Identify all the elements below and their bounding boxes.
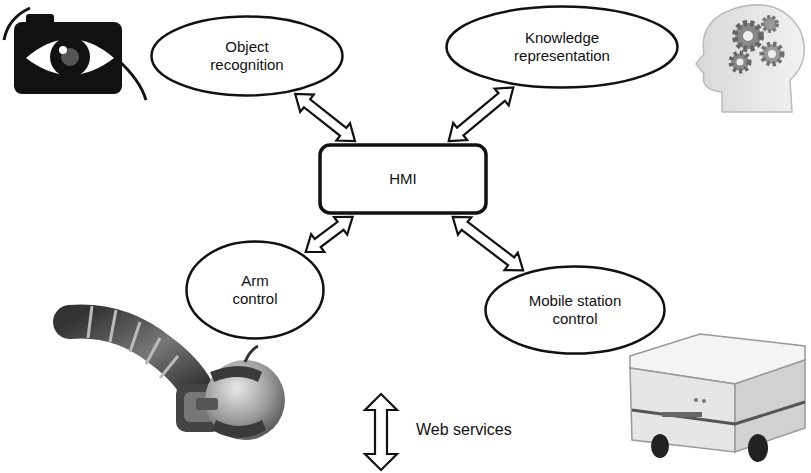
double-arrow-connector — [295, 94, 355, 141]
mobile-robot-picture — [630, 334, 805, 462]
node-text-group: Mobile station control — [515, 292, 635, 328]
node-text-group: HMI — [343, 170, 463, 188]
node-shape — [152, 17, 343, 96]
node-text-group: Object recognition — [191, 38, 303, 74]
ellipse-node: Mobile station control — [484, 265, 666, 355]
node-label: Arm control — [219, 272, 291, 308]
node-label: Mobile station control — [515, 292, 635, 328]
node-text-group: Knowledge representation — [496, 29, 628, 65]
ellipse-node: Arm control — [185, 240, 325, 340]
double-arrow-connector — [453, 217, 523, 271]
double-arrow-connector — [306, 217, 353, 252]
free-label: Web services — [416, 421, 512, 439]
node-label: Object recognition — [191, 38, 303, 74]
node-label: Knowledge representation — [496, 29, 628, 65]
node-shape — [486, 267, 665, 354]
process-box: HMI — [318, 143, 488, 215]
node-label: HMI — [343, 170, 463, 188]
ellipse-node: Knowledge representation — [445, 5, 679, 89]
node-shape — [320, 145, 486, 213]
web-services-arrow — [365, 394, 397, 470]
head-gears-icon — [696, 5, 804, 112]
double-arrow-connector — [449, 88, 514, 142]
node-shape — [447, 7, 678, 88]
ellipse-node: Object recognition — [150, 15, 344, 97]
node-shape — [187, 242, 324, 339]
camera-eye-icon — [4, 8, 146, 100]
node-text-group: Arm control — [219, 272, 291, 308]
